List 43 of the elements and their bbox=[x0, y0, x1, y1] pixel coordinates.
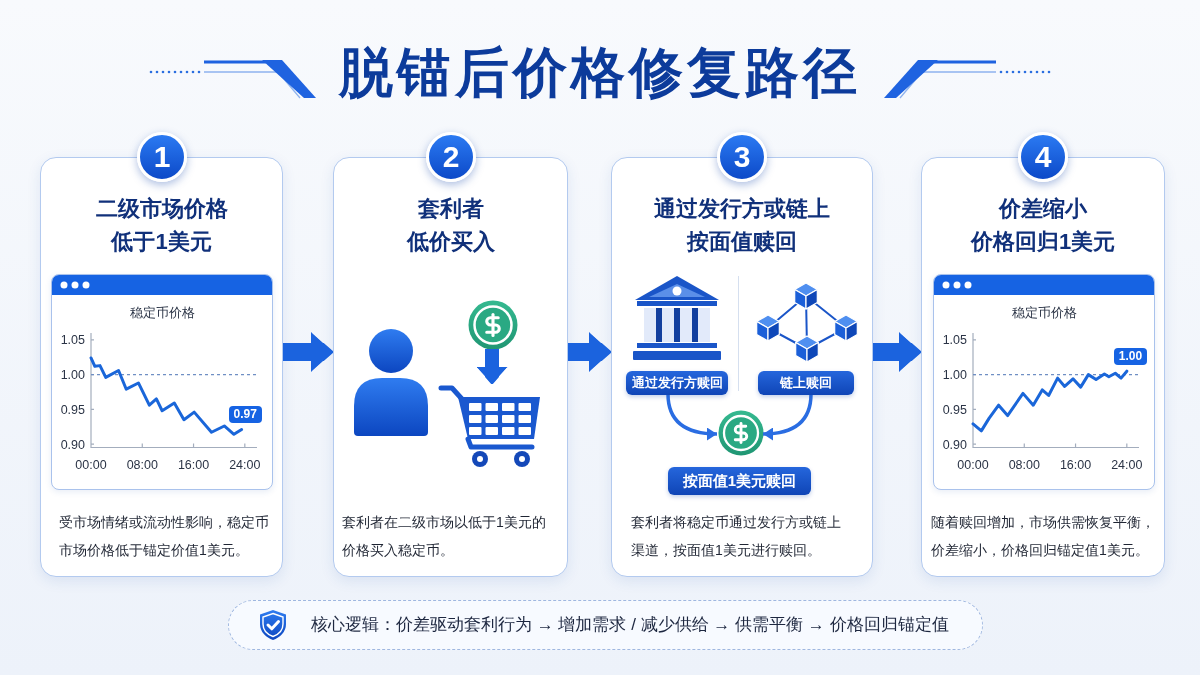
step-heading: 价差缩小价格回归1美元 bbox=[970, 195, 1116, 256]
step-heading: 套利者低价买入 bbox=[406, 195, 495, 256]
chart-title: 稳定币价格 bbox=[129, 304, 195, 322]
step-description: 随着赎回增加，市场供需恢复平衡，价差缩小，价格回归锚定值1美元。 bbox=[931, 513, 1156, 560]
axis-tick-label: 08:00 bbox=[126, 457, 158, 472]
axis-tick-label: 00:00 bbox=[957, 457, 989, 472]
axis-tick-label: 0.90 bbox=[942, 437, 967, 452]
path-tag: 通过发行方赎回 bbox=[626, 371, 728, 395]
axis-tick-label: 1.05 bbox=[942, 333, 967, 348]
arrow bbox=[476, 349, 508, 384]
step-description: 受市场情绪或流动性影响，稳定币市场价格低于锚定价值1美元。 bbox=[59, 513, 270, 560]
shopping-cart-icon bbox=[438, 385, 542, 469]
step-heading: 通过发行方或链上按面值赎回 bbox=[654, 195, 830, 256]
coin-icon bbox=[468, 300, 518, 350]
summary-text: 核心逻辑：价差驱动套利行为 → 增加需求 / 减少供给 → 供需平衡 → 价格回归锚定值 bbox=[311, 614, 949, 636]
axis-tick-label: 24:00 bbox=[1111, 457, 1143, 472]
summary-banner bbox=[228, 600, 983, 650]
axis-tick-label: 0.95 bbox=[60, 402, 85, 417]
value-callout: 1.00 bbox=[1113, 348, 1148, 366]
path-tag: 链上赎回 bbox=[758, 371, 854, 395]
axis-tick-label: 1.05 bbox=[60, 333, 85, 348]
result-tag: 按面值1美元赎回 bbox=[668, 467, 811, 495]
axis-tick-label: 1.00 bbox=[942, 368, 967, 383]
axis-tick-label: 24:00 bbox=[229, 457, 261, 472]
step-description: 套利者在二级市场以低于1美元的价格买入稳定币。 bbox=[342, 513, 547, 560]
chart-title: 稳定币价格 bbox=[1011, 304, 1077, 322]
arrow bbox=[283, 332, 333, 372]
arrow bbox=[873, 332, 921, 372]
step-heading: 二级市场价格低于1美元 bbox=[95, 195, 228, 256]
value-callout: 0.97 bbox=[228, 406, 262, 424]
axis-tick-label: 0.90 bbox=[60, 437, 85, 452]
curved-arrow bbox=[762, 393, 813, 441]
axis-tick-label: 16:00 bbox=[1059, 457, 1092, 472]
axis-tick-label: 16:00 bbox=[177, 457, 210, 472]
axis-tick-label: 00:00 bbox=[75, 457, 107, 472]
curved-arrow bbox=[666, 393, 718, 441]
axis-tick-label: 1.00 bbox=[60, 368, 85, 383]
axis-tick-label: 0.95 bbox=[942, 402, 967, 417]
page-title: 脱锚后价格修复路径 bbox=[339, 41, 861, 104]
coin-icon bbox=[718, 410, 764, 456]
arrow bbox=[568, 332, 611, 372]
step-description: 套利者将稳定币通过发行方或链上渠道，按面值1美元进行赎回。 bbox=[631, 513, 842, 560]
axis-tick-label: 08:00 bbox=[1008, 457, 1040, 472]
